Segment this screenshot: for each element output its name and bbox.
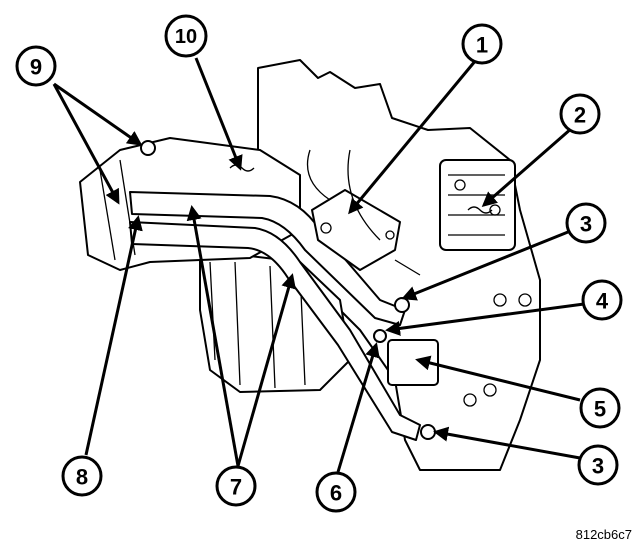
callout-1: 1: [461, 23, 503, 65]
leader-8: [84, 215, 143, 456]
callout-5: 5: [579, 387, 621, 429]
leader-9a: [53, 82, 143, 146]
leader-7b: [236, 273, 296, 467]
leader-7a: [186, 205, 240, 467]
callout-2-label: 2: [574, 103, 586, 128]
callout-6: 6: [315, 471, 357, 513]
callout-10-label: 10: [175, 26, 197, 48]
callout-7: 7: [215, 465, 257, 507]
callout-8: 8: [61, 455, 103, 497]
hvac-housing-drawing: [79, 59, 541, 471]
leader-5: [415, 355, 581, 402]
leader-3-lower: [433, 426, 581, 460]
leader-3-upper: [401, 230, 569, 301]
callout-8-label: 8: [76, 465, 88, 490]
callout-4-label: 4: [596, 289, 609, 314]
callout-1-label: 1: [476, 33, 488, 58]
callout-4: 4: [581, 279, 623, 321]
callout-3-upper-label: 3: [580, 212, 592, 237]
leader-lines: [52, 57, 585, 473]
callout-6-label: 6: [330, 481, 342, 506]
callout-2: 2: [559, 93, 601, 135]
figure-id-label: 812cb6c7: [575, 527, 632, 542]
leader-6: [336, 342, 380, 473]
callout-5-label: 5: [594, 397, 606, 422]
leader-1: [348, 59, 478, 215]
callout-3-upper: 3: [565, 202, 607, 244]
leader-4: [385, 302, 585, 336]
callout-10: 10: [164, 14, 208, 58]
leader-9b: [52, 83, 120, 205]
callout-3-lower: 3: [577, 444, 619, 486]
callout-9-label: 9: [30, 55, 42, 80]
leader-2: [481, 126, 573, 207]
callout-7-label: 7: [230, 475, 242, 500]
callout-3-lower-label: 3: [592, 454, 604, 479]
leader-10: [194, 57, 243, 171]
callout-9: 9: [15, 45, 57, 87]
